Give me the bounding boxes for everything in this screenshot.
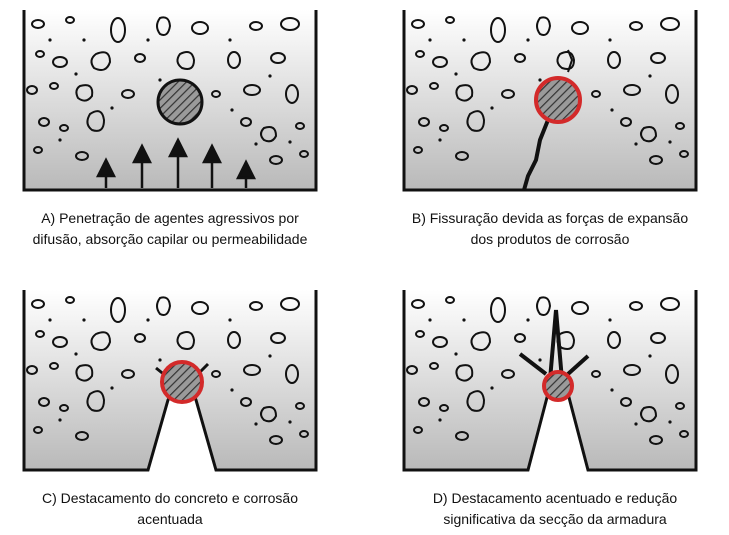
caption-a-line1: A) Penetração de agentes agressivos por (41, 210, 299, 226)
panel-d-diagram (400, 290, 700, 474)
rebar-cross-section-icon (160, 360, 204, 404)
panel-b-diagram (400, 10, 700, 194)
caption-c: C) Destacamento do concreto e corrosão a… (10, 488, 330, 530)
caption-b-line1: B) Fissuração devida as forças de expans… (411, 210, 689, 226)
caption-a: A) Penetração de agentes agressivos por … (5, 208, 335, 250)
crack-line-icon (518, 309, 590, 381)
rebar-cross-section-icon (156, 78, 204, 126)
caption-d-line1: D) Destacamento acentuado e redução (432, 490, 678, 506)
panel-c-diagram (20, 290, 320, 474)
caption-d-line2: significativa da secção da armadura (443, 511, 667, 527)
rebar-cross-section-icon (534, 76, 582, 124)
caption-d: D) Destacamento acentuado e redução sign… (390, 488, 720, 530)
panel-a-diagram (20, 10, 320, 194)
caption-b-line2: dos produtos de corrosão (470, 231, 630, 247)
caption-a-line2: difusão, absorção capilar ou permeabilid… (32, 231, 308, 247)
caption-b: B) Fissuração devida as forças de expans… (380, 208, 720, 250)
rebar-cross-section-icon (542, 370, 574, 402)
caption-c-line2: acentuada (137, 511, 203, 527)
caption-c-line1: C) Destacamento do concreto e corrosão (41, 490, 298, 506)
up-arrow-icon (95, 137, 257, 188)
crack-line-icon (522, 49, 574, 191)
